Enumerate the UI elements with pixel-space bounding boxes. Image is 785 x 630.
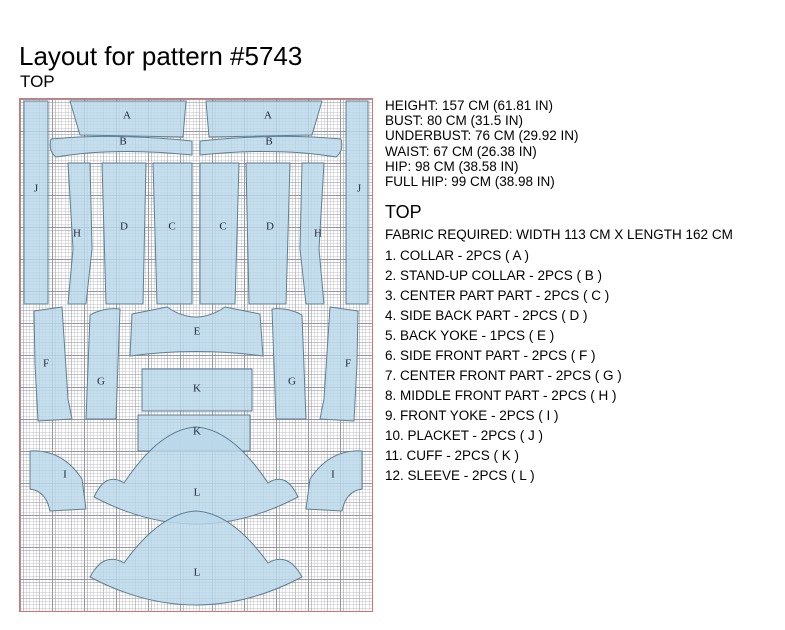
parts-list-item: 6. SIDE FRONT PART - 2PCS ( F ) bbox=[385, 348, 596, 364]
piece-label-h-right: H bbox=[314, 228, 322, 240]
piece-label-e: E bbox=[194, 326, 201, 338]
pattern-piece-side-back-d-right bbox=[245, 162, 291, 305]
piece-label-k-upper: K bbox=[193, 383, 201, 395]
piece-label-l-lower: L bbox=[194, 567, 201, 579]
layout-section-heading: TOP bbox=[20, 72, 55, 91]
piece-label-j-left: J bbox=[34, 183, 39, 195]
piece-label-h-left: H bbox=[73, 228, 81, 240]
pattern-piece-collar-a-right bbox=[205, 100, 323, 138]
fabric-required-text: FABRIC REQUIRED: WIDTH 113 CM X LENGTH 1… bbox=[385, 227, 733, 243]
pattern-piece-placket-j-left bbox=[23, 100, 49, 305]
pattern-piece-center-front-g-right bbox=[271, 308, 307, 420]
piece-label-d-right: D bbox=[266, 221, 274, 233]
piece-label-l-upper: L bbox=[194, 487, 201, 499]
pattern-piece-front-yoke-i-right bbox=[305, 450, 363, 512]
parts-list-item: 3. CENTER PART PART - 2PCS ( C ) bbox=[385, 288, 610, 304]
piece-label-j-right: J bbox=[357, 183, 362, 195]
piece-label-f-right: F bbox=[345, 358, 351, 370]
piece-label-g-right: G bbox=[288, 376, 296, 388]
pattern-piece-cuff-k-upper bbox=[141, 368, 253, 412]
measurement-full-hip: FULL HIP: 99 CM (38.98 IN) bbox=[385, 174, 555, 190]
parts-list-item: 9. FRONT YOKE - 2PCS ( I ) bbox=[385, 408, 559, 424]
piece-label-c-left: C bbox=[168, 221, 175, 233]
pattern-info-panel: HEIGHT: 157 CM (61.81 IN) BUST: 80 CM (3… bbox=[385, 98, 777, 486]
pattern-piece-side-front-f-left bbox=[33, 306, 73, 422]
fabric-layout-canvas: A A B B C C D D H H J J E F F G G K K I … bbox=[19, 98, 373, 612]
parts-list-item: 2. STAND-UP COLLAR - 2PCS ( B ) bbox=[385, 268, 603, 284]
piece-label-b-left: B bbox=[119, 136, 126, 148]
pattern-piece-standup-collar-b-left bbox=[49, 135, 193, 158]
piece-label-a-right: A bbox=[264, 110, 272, 122]
parts-list-item: 4. SIDE BACK PART - 2PCS ( D ) bbox=[385, 308, 588, 324]
pattern-pieces-diagram: A A B B C C D D H H J J E F F G G K K I … bbox=[23, 100, 369, 606]
pattern-piece-side-back-d-left bbox=[101, 162, 147, 305]
measurement-hip: HIP: 98 CM (38.58 IN) bbox=[385, 158, 519, 174]
piece-label-k-lower: K bbox=[193, 426, 201, 438]
measurements-block: HEIGHT: 157 CM (61.81 IN) BUST: 80 CM (3… bbox=[385, 98, 777, 189]
piece-label-i-right: I bbox=[331, 469, 335, 481]
page-title: Layout for pattern #5743 bbox=[19, 41, 303, 72]
parts-list-item: 7. CENTER FRONT PART - 2PCS ( G ) bbox=[385, 368, 622, 384]
measurement-bust: BUST: 80 CM (31.5 IN) bbox=[385, 113, 524, 129]
measurement-waist: WAIST: 67 CM (26.38 IN) bbox=[385, 143, 537, 159]
parts-list-item: 10. PLACKET - 2PCS ( J ) bbox=[385, 428, 544, 444]
spec-section-heading: TOP bbox=[385, 202, 422, 223]
piece-label-a-left: A bbox=[123, 110, 131, 122]
pattern-piece-standup-collar-b-right bbox=[199, 135, 343, 158]
pattern-piece-middle-front-h-left bbox=[67, 162, 93, 305]
parts-list-item: 11. CUFF - 2PCS ( K ) bbox=[385, 448, 520, 464]
piece-label-f-left: F bbox=[43, 358, 49, 370]
parts-list-item: 12. SLEEVE - 2PCS ( L ) bbox=[385, 468, 535, 484]
measurement-height: HEIGHT: 157 CM (61.81 IN) bbox=[385, 98, 554, 113]
parts-list-item: 1. COLLAR - 2PCS ( A ) bbox=[385, 248, 530, 264]
piece-label-g-left: G bbox=[97, 376, 105, 388]
pattern-piece-center-front-g-left bbox=[85, 308, 121, 420]
pattern-piece-collar-a-left bbox=[69, 100, 187, 138]
pattern-piece-center-part-c-left bbox=[152, 162, 193, 305]
piece-label-i-left: I bbox=[63, 469, 67, 481]
pattern-parts-list: 1. COLLAR - 2PCS ( A ) 2. STAND-UP COLLA… bbox=[385, 246, 777, 486]
pattern-piece-center-part-c-right bbox=[199, 162, 240, 305]
parts-list-item: 8. MIDDLE FRONT PART - 2PCS ( H ) bbox=[385, 388, 617, 404]
parts-list-item: 5. BACK YOKE - 1PCS ( E ) bbox=[385, 328, 555, 344]
pattern-piece-sleeve-l-upper bbox=[93, 426, 299, 525]
measurement-underbust: UNDERBUST: 76 CM (29.92 IN) bbox=[385, 128, 579, 144]
pattern-piece-side-front-f-right bbox=[319, 306, 359, 422]
pattern-piece-sleeve-l-lower bbox=[89, 510, 303, 606]
pattern-piece-middle-front-h-right bbox=[299, 162, 325, 305]
piece-label-d-left: D bbox=[120, 221, 128, 233]
pattern-piece-back-yoke-e bbox=[129, 306, 264, 357]
pattern-piece-placket-j-right bbox=[345, 100, 369, 305]
pattern-piece-front-yoke-i-left bbox=[29, 450, 87, 512]
piece-label-c-right: C bbox=[219, 221, 226, 233]
piece-label-b-right: B bbox=[265, 136, 272, 148]
